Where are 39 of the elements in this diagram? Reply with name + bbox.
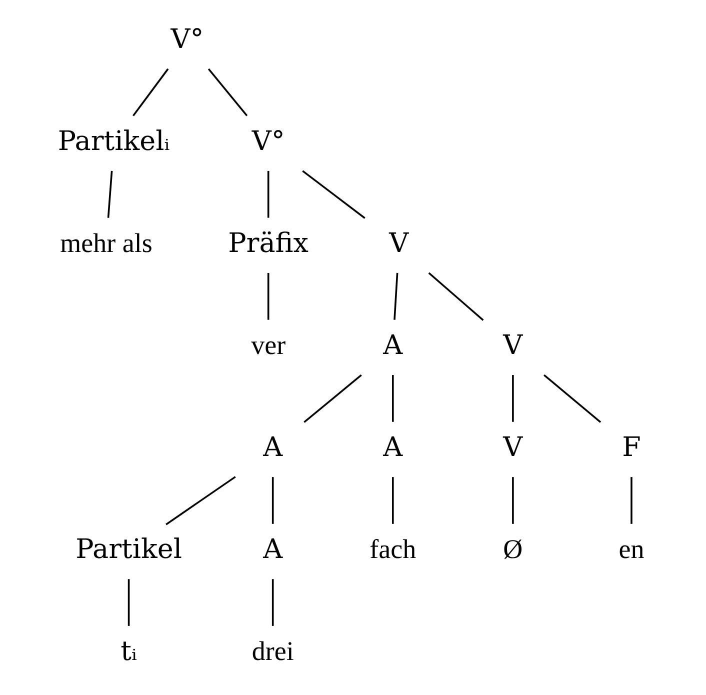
connector: [106, 170, 112, 218]
connector: [127, 579, 130, 626]
connector: [132, 68, 168, 116]
connector: [302, 170, 365, 219]
node-text: A: [262, 534, 282, 566]
node-text: ver: [250, 330, 286, 360]
connector: [392, 375, 394, 422]
connector: [543, 374, 601, 423]
connector: [266, 272, 269, 320]
connector: [303, 374, 362, 423]
node-text: A: [382, 330, 402, 362]
node-text: F: [622, 432, 640, 464]
node-text: mehr als: [60, 228, 152, 258]
connector: [165, 476, 236, 526]
node-text: A: [262, 432, 282, 464]
connector: [271, 579, 274, 626]
node-text: V°: [170, 24, 204, 55]
connector: [207, 68, 248, 116]
node-text: V: [388, 228, 408, 260]
connector: [271, 477, 274, 524]
connector: [512, 477, 514, 524]
node-text: A: [382, 432, 402, 464]
connector: [512, 375, 514, 422]
node-text: Partikel: [75, 534, 182, 566]
node-text: Präfix: [228, 228, 308, 260]
node-text: Partikelᵢ: [57, 126, 170, 158]
node-text: drei: [251, 636, 294, 666]
node-text: en: [618, 534, 644, 564]
connector: [630, 477, 632, 524]
connector: [392, 477, 394, 524]
node-text: tᵢ: [120, 636, 136, 668]
node-text: Ø: [502, 534, 522, 564]
node-text: V: [502, 330, 522, 362]
node-text: V°: [251, 126, 284, 158]
node-text: fach: [369, 534, 416, 564]
connector: [393, 272, 398, 320]
connector: [266, 170, 269, 218]
node-text: V: [502, 432, 522, 464]
connector: [428, 272, 484, 321]
